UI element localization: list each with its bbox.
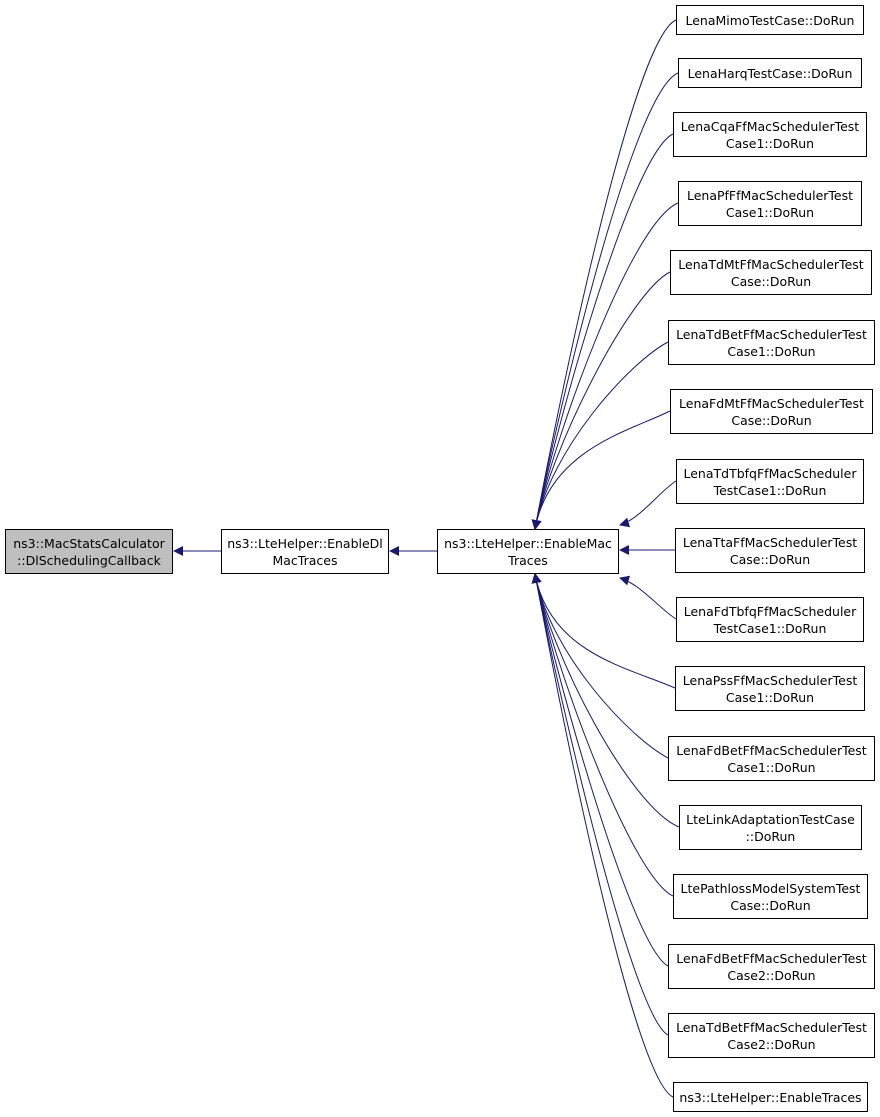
edge-caller-1-to-enable-mac [531,19,677,530]
node-lte-helper-enable-dl-mac-traces[interactable]: ns3::LteHelper::EnableDl MacTraces [221,529,389,574]
edge-caller-6-to-enable-mac [531,341,669,530]
node-lena-fd-mt-ff-mac-scheduler-test-case-do-run[interactable]: LenaFdMtFfMacSchedulerTest Case::DoRun [670,389,873,434]
node-lena-mimo-test-case-do-run[interactable]: LenaMimoTestCase::DoRun [676,5,864,35]
node-lena-td-mt-ff-mac-scheduler-test-case-do-run[interactable]: LenaTdMtFfMacSchedulerTest Case::DoRun [670,250,872,295]
node-lena-td-bet-ff-mac-scheduler-test-case2-do-run[interactable]: LenaTdBetFfMacSchedulerTest Case2::DoRun [668,1013,875,1058]
node-lte-helper-enable-mac-traces[interactable]: ns3::LteHelper::EnableMac Traces [437,529,619,574]
edge-caller-11-to-enable-mac [531,573,676,689]
edge-caller-8-to-enable-mac [619,480,677,528]
node-mac-stats-calculator-dl-scheduling-callback[interactable]: ns3::MacStatsCalculator ::DlSchedulingCa… [5,529,173,574]
edge-caller-13-to-enable-mac [531,573,680,828]
node-lena-pss-ff-mac-scheduler-test-case1-do-run[interactable]: LenaPssFfMacSchedulerTest Case1::DoRun [675,666,865,711]
edge-caller-14-to-enable-mac [531,573,674,897]
node-lena-fd-bet-ff-mac-scheduler-test-case1-do-run[interactable]: LenaFdBetFfMacSchedulerTest Case1::DoRun [668,736,875,781]
node-lena-tta-ff-mac-scheduler-test-case-do-run[interactable]: LenaTtaFfMacSchedulerTest Case::DoRun [675,528,865,573]
node-lena-fd-bet-ff-mac-scheduler-test-case2-do-run[interactable]: LenaFdBetFfMacSchedulerTest Case2::DoRun [668,944,875,989]
edge-caller-3-to-enable-mac [531,133,674,530]
node-lena-fd-tbfq-ff-mac-scheduler-test-case1-do-run[interactable]: LenaFdTbfqFfMacScheduler TestCase1::DoRu… [676,597,864,642]
node-lte-pathloss-model-system-test-case-do-run[interactable]: LtePathlossModelSystemTest Case::DoRun [673,874,868,919]
node-lena-td-tbfq-ff-mac-scheduler-test-case1-do-run[interactable]: LenaTdTbfqFfMacScheduler TestCase1::DoRu… [676,459,864,504]
node-lena-pf-ff-mac-scheduler-test-case1-do-run[interactable]: LenaPfFfMacSchedulerTest Case1::DoRun [678,181,862,226]
node-lte-link-adaptation-test-case-do-run[interactable]: LteLinkAdaptationTestCase ::DoRun [679,805,862,850]
edge-caller-2-to-enable-mac [531,72,679,530]
edge-caller-10-to-enable-mac [619,575,677,620]
edge-caller-4-to-enable-mac [531,202,679,530]
edge-caller-15-to-enable-mac [531,573,669,967]
edge-caller-5-to-enable-mac [531,271,671,530]
node-lena-td-bet-ff-mac-scheduler-test-case1-do-run[interactable]: LenaTdBetFfMacSchedulerTest Case1::DoRun [668,320,875,365]
node-lena-cqa-ff-mac-scheduler-test-case1-do-run[interactable]: LenaCqaFfMacSchedulerTest Case1::DoRun [673,112,867,157]
edge-caller-16-to-enable-mac [531,573,669,1036]
edge-caller-12-to-enable-mac [531,573,669,759]
node-lena-harq-test-case-do-run[interactable]: LenaHarqTestCase::DoRun [678,58,862,88]
edge-caller-7-to-enable-mac [531,410,671,530]
node-lte-helper-enable-traces[interactable]: ns3::LteHelper::EnableTraces [673,1082,868,1112]
edge-caller-17-to-enable-mac [531,573,674,1098]
